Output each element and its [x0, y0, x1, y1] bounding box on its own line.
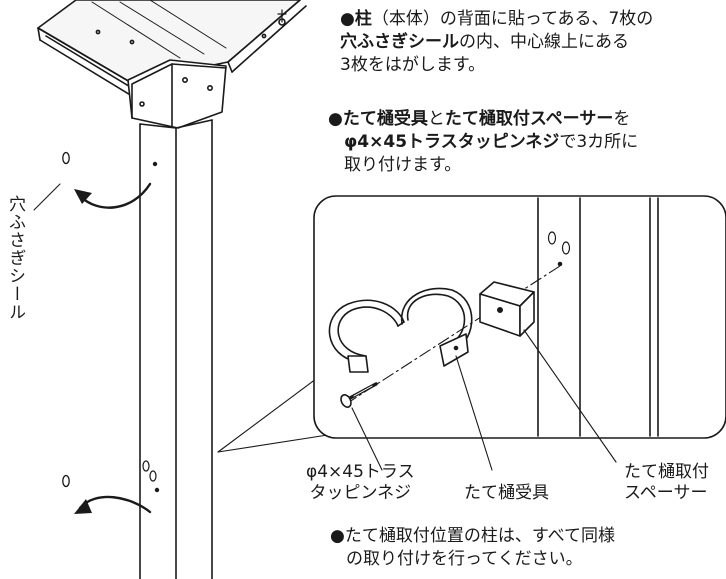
detail-column	[537, 197, 659, 437]
label-spacer-line1: たて樋取付	[624, 462, 709, 482]
roof-frame	[37, 0, 307, 129]
instruction-note: ●たて樋取付位置の柱は、すべて同様 の取り付けを行ってください。	[330, 525, 615, 571]
step1-line1: ●柱（本体）の背面に貼ってある、7枚の	[340, 8, 653, 31]
step1-line3: 3枚をはがします。	[340, 55, 486, 75]
term-bracket: たて樋受具	[342, 109, 428, 129]
term-spacer: たて樋取付スペーサー	[444, 109, 614, 129]
label-seal-vertical: 穴ふさぎシール	[5, 195, 25, 321]
spacer-leader	[523, 329, 617, 463]
peel-arrow-lower	[74, 495, 152, 514]
label-screw-line2: タッピンネジ	[309, 483, 412, 503]
label-screw: φ4×45トラス タッピンネジ	[306, 462, 415, 504]
term-screw: φ4×45トラスタッピンネジ	[344, 132, 560, 152]
step2-line2: φ4×45トラスタッピンネジで3カ所に	[328, 131, 638, 154]
step1-text: （本体）の背面に貼ってある、7枚の	[371, 9, 654, 29]
step2-text: を	[613, 109, 631, 129]
column	[62, 119, 213, 579]
screw-leader	[351, 407, 383, 471]
step2-text: で3カ所に	[559, 132, 639, 152]
zoom-ray-1	[217, 369, 329, 453]
term-seal: 穴ふさぎシール	[340, 32, 459, 52]
label-bracket: たて樋受具	[464, 483, 549, 503]
screw-part	[340, 382, 378, 408]
step2-text: と	[427, 109, 445, 129]
step2-line1: ●たて樋受具とたて樋取付スペーサーを	[328, 108, 638, 131]
label-screw-line1: φ4×45トラス	[306, 462, 415, 482]
instruction-step2: ●たて樋受具とたて樋取付スペーサーを φ4×45トラスタッピンネジで3カ所に 取…	[328, 108, 638, 177]
spacer-part	[479, 281, 535, 337]
label-spacer: たて樋取付 スペーサー	[624, 462, 709, 504]
bullet: ●	[340, 9, 355, 29]
seal-leader	[33, 183, 61, 211]
bullet: ●	[328, 109, 343, 129]
instruction-step1: ●柱（本体）の背面に貼ってある、7枚の 穴ふさぎシールの内、中心線上にある 3枚…	[340, 8, 653, 77]
label-spacer-line2: スペーサー	[624, 483, 708, 503]
step1-line2: 穴ふさぎシールの内、中心線上にある	[340, 31, 653, 54]
note-line2: の取り付けを行ってください。	[346, 549, 583, 569]
note-line1: ●たて樋取付位置の柱は、すべて同様	[330, 526, 615, 546]
bracket-leader	[455, 355, 493, 471]
step2-line3: 取り付けます。	[344, 155, 462, 175]
peel-arrow-upper	[74, 182, 152, 209]
zoom-ray-2	[217, 433, 335, 453]
center-line	[345, 265, 561, 405]
bracket-part	[328, 287, 473, 373]
term-column: 柱	[354, 9, 372, 29]
step1-text: の内、中心線上にある	[459, 32, 629, 52]
